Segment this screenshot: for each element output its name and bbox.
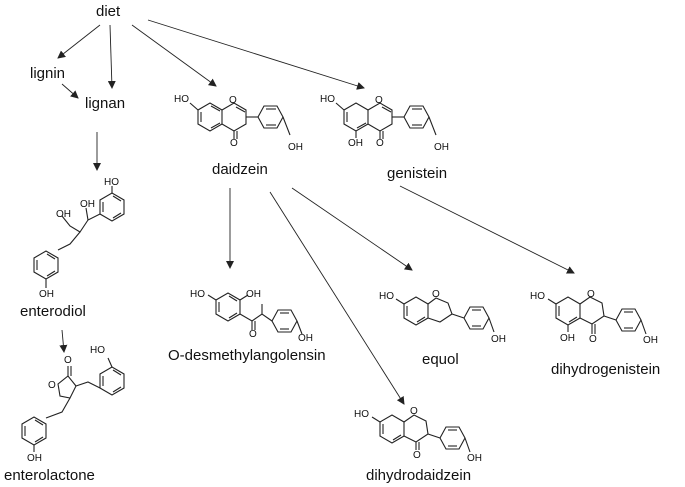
node-dihydrodaidzein: dihydrodaidzein: [366, 467, 472, 484]
node-equol: equol: [422, 351, 459, 368]
daidzein-oh-label: OH: [288, 142, 303, 153]
enterodiol-oh-3-label: OH: [39, 289, 54, 300]
arrow-diet-daidzein: [131, 24, 217, 87]
enterolactone-structure: [21, 357, 125, 452]
node-lignan: lignan: [85, 95, 126, 112]
arrow-diet-genistein: [147, 19, 365, 90]
arrow-daidzein-equol: [291, 187, 413, 271]
odma-ho-label: HO: [190, 289, 205, 300]
node-dihydrogenistein: dihydrogenistein: [551, 361, 661, 378]
node-genistein: genistein: [387, 165, 448, 182]
genistein-oh-4-label: OH: [434, 142, 449, 153]
odma-oh-1-label: OH: [246, 289, 261, 300]
dihydrogenistein-keto-o-label: O: [589, 334, 597, 345]
enterolactone-ho-label: HO: [90, 345, 105, 356]
genistein-ring-o-label: O: [375, 95, 383, 106]
arrow-diet-lignin: [57, 24, 101, 59]
node-diet: diet: [96, 3, 121, 20]
odma-oh-2-label: OH: [298, 333, 313, 344]
dihydrogenistein-oh-5-label: OH: [560, 333, 575, 344]
arrow-daidzein-dihydrodaidzein: [269, 191, 405, 405]
daidzein-ring-o-label: O: [229, 95, 237, 106]
node-enterolactone: enterolactone: [4, 467, 95, 484]
dihydrogenistein-oh-4-label: OH: [643, 335, 658, 346]
dihydrodaidzein-ring-o-label: O: [410, 406, 418, 417]
arrow-genistein-dihydrogenistein: [399, 185, 575, 274]
dihydrodaidzein-structure: [371, 414, 471, 453]
arrow-enterodiol-enterolactone: [59, 329, 68, 353]
enterodiol-oh-1-label: OH: [80, 199, 95, 210]
node-daidzein: daidzein: [212, 161, 268, 178]
equol-structure: [395, 296, 495, 333]
genistein-ho-label: HO: [320, 94, 335, 105]
arrow-diet-lignan: [107, 24, 116, 89]
enterolactone-ring-o-label: O: [48, 380, 56, 391]
daidzein-keto-o-label: O: [230, 138, 238, 149]
node-lignin: lignin: [30, 65, 66, 82]
arrows: [57, 19, 575, 405]
daidzein-structure: [189, 102, 291, 139]
equol-ring-o-label: O: [432, 289, 440, 300]
daidzein-ho-label: HO: [174, 94, 189, 105]
arrow-lignin-lignan: [61, 83, 79, 99]
odma-keto-o-label: O: [249, 329, 257, 340]
node-enterodiol: enterodiol: [20, 303, 86, 320]
dihydrogenistein-structure: [547, 296, 647, 335]
dihydrodaidzein-oh-label: OH: [467, 453, 482, 464]
genistein-structure: [335, 102, 437, 139]
node-o-desmethylangolensin: O-desmethylangolensin: [168, 347, 326, 364]
odma-structure: [207, 292, 303, 335]
dihydrogenistein-ho-label: HO: [530, 291, 545, 302]
enterodiol-ho-label: HO: [104, 177, 119, 188]
enterodiol-structure: [33, 186, 125, 288]
genistein-oh-5-label: OH: [348, 138, 363, 149]
genistein-keto-o-label: O: [376, 138, 384, 149]
enterodiol-oh-2-label: OH: [56, 209, 71, 220]
equol-oh-label: OH: [491, 334, 506, 345]
enterolactone-carbonyl-o-label: O: [64, 355, 72, 366]
dihydrodaidzein-ho-label: HO: [354, 409, 369, 420]
dihydrodaidzein-keto-o-label: O: [413, 450, 421, 461]
equol-ho-label: HO: [379, 291, 394, 302]
dihydrogenistein-ring-o-label: O: [587, 289, 595, 300]
enterolactone-oh-label: OH: [27, 453, 42, 464]
